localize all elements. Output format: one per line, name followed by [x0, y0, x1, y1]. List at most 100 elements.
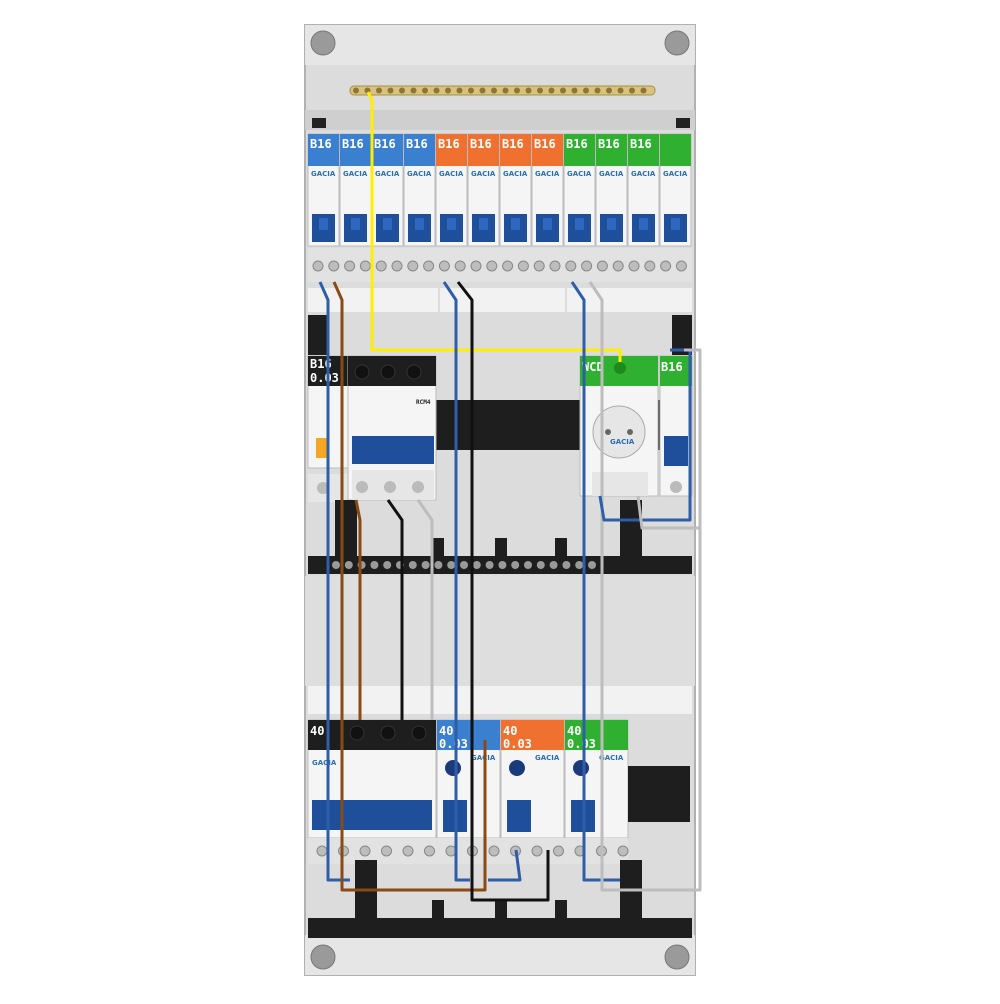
- row1-clip-right: [676, 118, 690, 128]
- main-switch-label: 40: [310, 724, 324, 738]
- wiring: [318, 91, 702, 902]
- rcd-lever[interactable]: [507, 800, 531, 832]
- neutral-screw: [485, 561, 494, 569]
- rcm-label: RCM4: [416, 399, 431, 406]
- middle-cover: [305, 576, 695, 686]
- rcbo-label-line1: B16: [310, 357, 332, 371]
- terminal-screw: [628, 260, 640, 272]
- rcd-cap: [437, 720, 500, 750]
- busbar-screw: [410, 87, 417, 94]
- terminal-screw: [424, 845, 435, 857]
- mcb-toggle[interactable]: [479, 218, 488, 230]
- mcb-cap: [308, 134, 339, 166]
- neutral-screw: [447, 561, 456, 569]
- rcm4-module: RCM4: [347, 355, 437, 501]
- neutral-screw: [536, 561, 545, 569]
- mcb-cap: [532, 134, 563, 166]
- rcd-label-line2: 0.03: [503, 737, 532, 751]
- busbar-screw: [353, 87, 359, 94]
- rcd-brand: GACIA: [471, 754, 496, 762]
- rcd-test-button[interactable]: [445, 760, 461, 776]
- mcb-toggle[interactable]: [543, 218, 552, 230]
- mcb-brand: GACIA: [535, 170, 560, 178]
- mcb-toggle[interactable]: [319, 218, 328, 230]
- mcb-label: B16: [406, 137, 428, 151]
- busbar-screw: [376, 87, 382, 94]
- terminal-screw: [549, 260, 561, 272]
- mcb-cap: [564, 134, 595, 166]
- neutral-screw: [562, 561, 571, 569]
- mcb-brand: GACIA: [343, 170, 368, 178]
- terminal-screw: [553, 845, 564, 857]
- mcb-toggle[interactable]: [671, 218, 680, 230]
- mcb-toggle[interactable]: [607, 218, 616, 230]
- rcd-test-button[interactable]: [573, 760, 589, 776]
- terminal-screw: [612, 260, 624, 272]
- terminal-screw: [391, 260, 403, 272]
- row1-top-plate: [305, 110, 695, 130]
- terminal-screw: [581, 260, 593, 272]
- mcb-breaker: GACIA: [659, 133, 692, 247]
- mcb-cap: [404, 134, 435, 166]
- mcb-cap: [340, 134, 371, 166]
- rcbo-test-window: [316, 438, 328, 458]
- main-switch-levers: [312, 800, 432, 830]
- terminal-screw: [359, 845, 371, 857]
- terminal-screw: [402, 845, 414, 857]
- mcb-cap: [436, 134, 467, 166]
- terminal-screw: [381, 845, 392, 857]
- terminal-screw: [660, 260, 672, 272]
- mcb-toggle[interactable]: [447, 218, 456, 230]
- mcb-brand: GACIA: [471, 170, 496, 178]
- terminal-screw: [502, 260, 514, 272]
- mcb-brand: GACIA: [599, 170, 624, 178]
- busbar-screw: [606, 87, 612, 94]
- neutral-bus-screws: [332, 561, 596, 569]
- mcb-toggle[interactable]: [575, 218, 584, 230]
- mcb-brand: GACIA: [311, 170, 336, 178]
- busbar-screw: [583, 87, 589, 94]
- neutral-screw: [472, 561, 481, 569]
- rcd-cap: [501, 720, 564, 750]
- mcb-cap: [500, 134, 531, 166]
- busbar-screw: [445, 87, 451, 94]
- busbar-screw: [548, 87, 555, 94]
- socket-brand: GACIA: [610, 438, 635, 446]
- mcb-toggle[interactable]: [351, 218, 360, 230]
- busbar-screw: [502, 87, 509, 94]
- terminal-screw: [533, 260, 545, 272]
- row1-label-plate-b: [440, 288, 565, 312]
- mcb-toggle[interactable]: [511, 218, 520, 230]
- terminal-screw: [565, 260, 577, 272]
- mcb-cap: [468, 134, 499, 166]
- mcb-label: B16: [630, 137, 652, 151]
- mcb-toggle[interactable]: [639, 218, 648, 230]
- busbar-screw: [468, 87, 474, 94]
- busbar-screw: [640, 87, 647, 94]
- terminal-screw: [517, 260, 529, 272]
- busbar-screw: [433, 87, 440, 94]
- busbar-screws: [353, 87, 647, 94]
- busbar-screw: [399, 87, 405, 94]
- mcb-toggle[interactable]: [415, 218, 424, 230]
- terminal-screw: [423, 260, 435, 272]
- terminal-screw: [486, 260, 498, 272]
- busbar-screw: [491, 87, 497, 94]
- rail-stub-left: [308, 315, 328, 355]
- mcb-label: B16: [534, 137, 556, 151]
- mcb-toggle[interactable]: [383, 218, 392, 230]
- rcd-label-line1: 40: [439, 724, 453, 738]
- neutral-screw: [511, 561, 520, 569]
- terminal-screw: [617, 845, 629, 857]
- mcb-brand: GACIA: [567, 170, 592, 178]
- terminal-screw: [454, 260, 466, 272]
- rcd-test-button[interactable]: [509, 760, 525, 776]
- busbar-screw: [479, 87, 486, 94]
- neutral-screw: [383, 561, 392, 569]
- din-rail-bottom: [308, 918, 692, 938]
